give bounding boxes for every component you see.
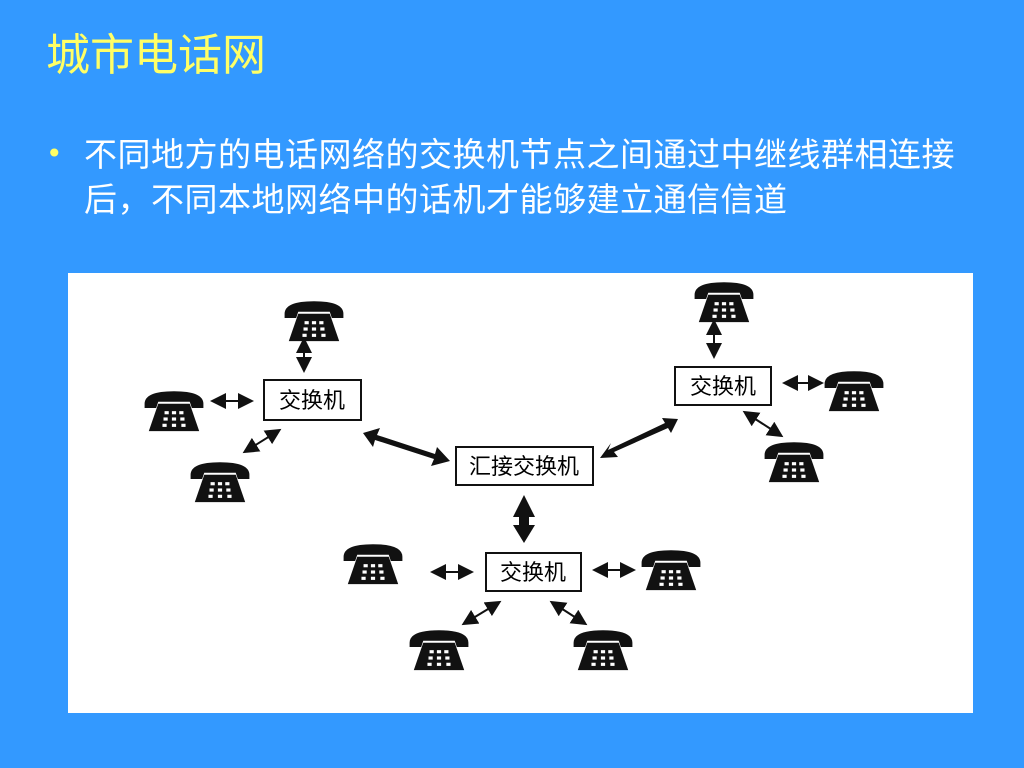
switch-label-bottom: 交换机 [500,561,566,586]
bullet-item: • 不同地方的电话网络的交换机节点之间通过中继线群相连接后，不同本地网络中的话机… [46,132,976,222]
switch-label-right: 交换机 [690,375,756,400]
trunk-arrow-right [600,418,678,458]
trunk-arrow-bottom [513,495,535,543]
connector-arrows [210,319,824,626]
slide-title: 城市电话网 [46,30,266,81]
switch-label-left: 交换机 [279,389,345,414]
switch-box-right: 交换机 [674,366,772,406]
network-diagram: 交换机 交换机 汇接交换机 交换机 [68,273,973,713]
telephone-icon [573,630,633,671]
central-switch-box: 汇接交换机 [455,446,594,486]
telephone-icon [764,442,824,483]
telephone-icon [694,282,754,323]
telephone-icon [343,544,403,585]
telephone-icon [190,462,250,503]
network-diagram-svg: 交换机 交换机 汇接交换机 交换机 [144,282,884,671]
switch-box-bottom: 交换机 [485,552,582,592]
trunk-arrow-left [363,428,450,466]
telephone-icon [409,630,469,671]
telephone-icon [284,301,344,342]
switch-box-left: 交换机 [263,379,362,421]
bullet-text: 不同地方的电话网络的交换机节点之间通过中继线群相连接后，不同本地网络中的话机才能… [84,135,955,219]
telephone-icon [824,371,884,412]
telephone-icon [144,391,204,432]
central-switch-label: 汇接交换机 [469,455,579,480]
bullet-marker: • [46,137,63,170]
telephone-icon [641,550,701,591]
